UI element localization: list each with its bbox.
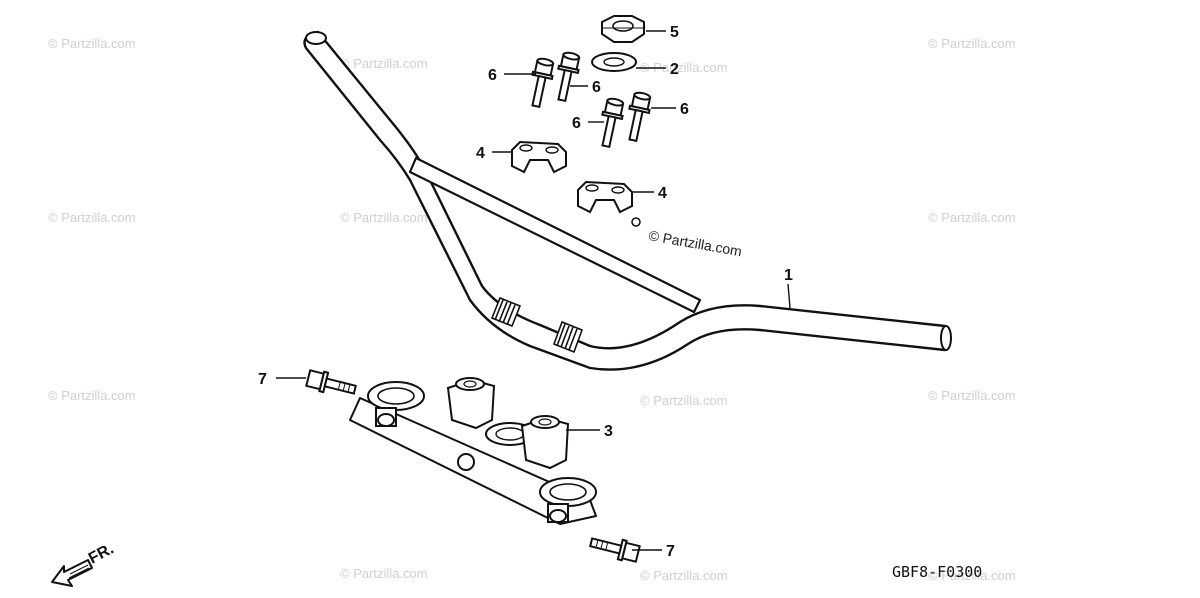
callout-6: 6 <box>680 101 689 118</box>
watermark: © Partzilla.com <box>928 36 1016 51</box>
callout-7: 7 <box>666 543 675 560</box>
washer <box>591 52 637 72</box>
handlebar <box>303 30 952 371</box>
callout-4: 4 <box>476 145 485 162</box>
watermark: © Partzilla.com <box>928 210 1016 225</box>
leader-lines <box>276 30 791 551</box>
watermark-center: © Partzilla.com <box>647 227 743 259</box>
callout-4: 4 <box>658 185 667 202</box>
watermark: © Partzilla.com <box>340 566 428 581</box>
top-bridge <box>349 377 597 525</box>
watermark: © Partzilla.com <box>340 56 428 71</box>
bolt <box>601 97 625 149</box>
watermark: © Partzilla.com <box>928 388 1016 403</box>
watermark: © Partzilla.com <box>48 36 136 51</box>
front-direction-arrow: FR. <box>51 540 117 587</box>
nut <box>601 15 645 43</box>
watermark: © Partzilla.com <box>640 568 728 583</box>
reference-dot <box>631 217 641 227</box>
callout-6: 6 <box>572 115 581 132</box>
watermark: © Partzilla.com <box>48 210 136 225</box>
watermark: © Partzilla.com <box>48 388 136 403</box>
watermark: © Partzilla.com <box>640 393 728 408</box>
bolt-group-6 <box>531 51 652 149</box>
pinch-bolt <box>589 537 641 563</box>
watermark: © Partzilla.com <box>928 568 1016 583</box>
diagram-code: GBF8-F0300 <box>892 563 982 581</box>
bolt <box>628 91 652 143</box>
callout-2: 2 <box>670 61 679 78</box>
callout-5: 5 <box>670 24 679 41</box>
callout-1: 1 <box>784 267 793 284</box>
upper-holder <box>577 180 633 214</box>
bolt <box>557 51 581 103</box>
watermark: © Partzilla.com <box>640 60 728 75</box>
watermark-layer: © Partzilla.com © Partzilla.com © Partzi… <box>48 36 1016 583</box>
pinch-bolt <box>305 369 357 395</box>
upper-holder <box>511 140 567 174</box>
callout-6: 6 <box>488 67 497 84</box>
watermark: © Partzilla.com <box>340 210 428 225</box>
callout-6: 6 <box>592 79 601 96</box>
callout-3: 3 <box>604 423 613 440</box>
callouts: 1 2 5 3 4 4 6 6 6 6 7 7 <box>258 24 793 560</box>
callout-7: 7 <box>258 371 267 388</box>
bolt <box>531 57 555 109</box>
